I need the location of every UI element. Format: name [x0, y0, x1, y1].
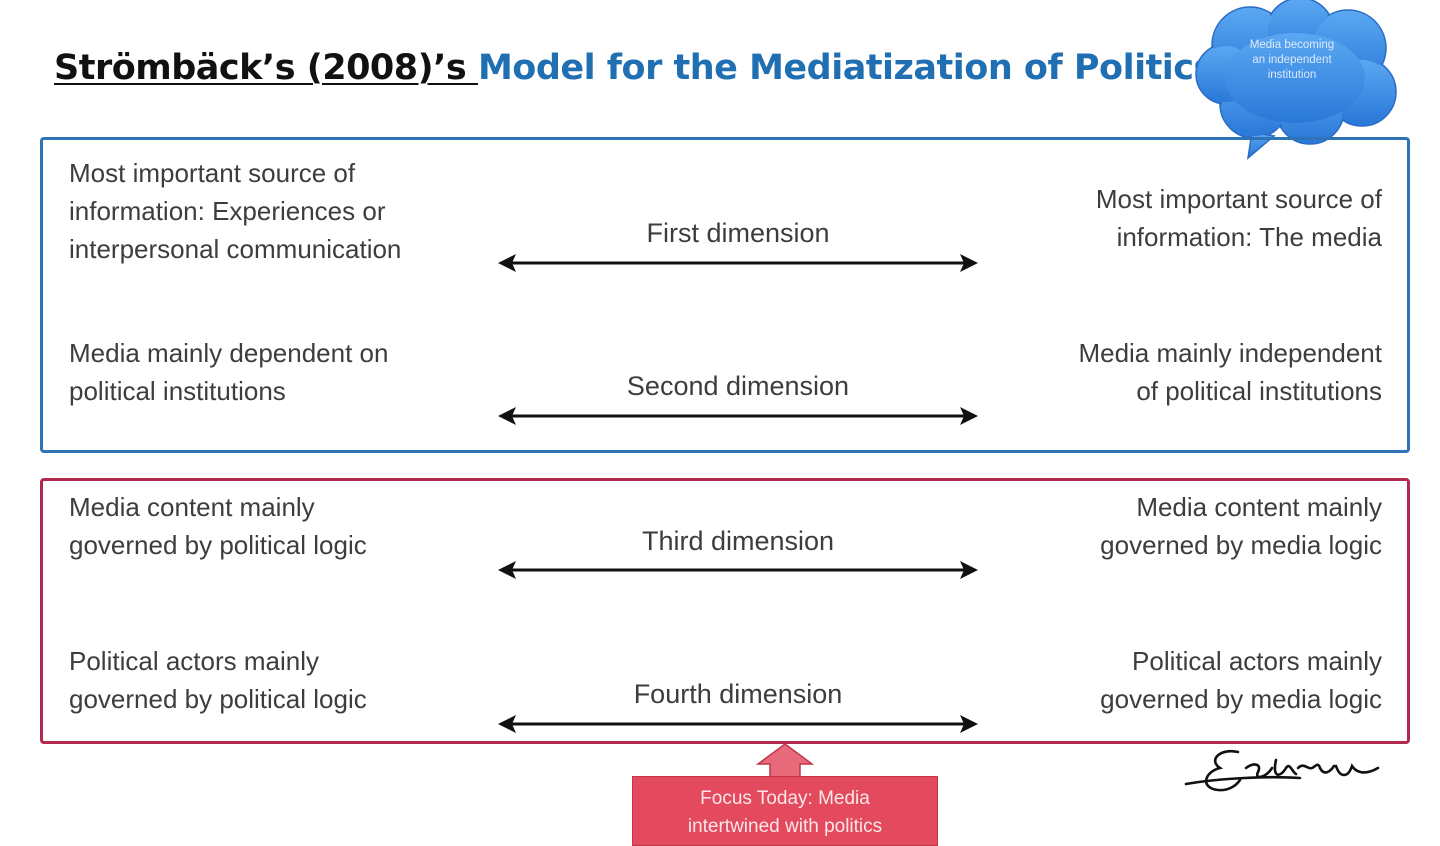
- dimension-4-label: Fourth dimension: [633, 679, 843, 709]
- dimension-4-double-arrow: [498, 715, 978, 733]
- dimension-4-left-text: Political actors mainly governed by poli…: [69, 646, 367, 714]
- cloud-callout-shape: [1195, 0, 1397, 160]
- cloud-line-3: institution: [1267, 69, 1317, 81]
- dimension-2-double-arrow: [498, 407, 978, 425]
- dimension-1-label: First dimension: [646, 218, 830, 248]
- dimension-1-right-text: Most important source of information: Th…: [1095, 184, 1382, 252]
- focus-up-arrow: [755, 743, 815, 782]
- dimension-4-right-text: Political actors mainly governed by medi…: [1100, 646, 1382, 714]
- title-model: Model for the Mediatization of Politics: [477, 48, 1214, 88]
- dimension-3-double-arrow: [498, 561, 978, 579]
- red-group-box: [40, 478, 1410, 744]
- blue-group-box: [40, 137, 1410, 453]
- slide-title: Strömbäck’s (2008)’s Model for the Media…: [54, 48, 1214, 88]
- dimension-2-label: Second dimension: [626, 371, 850, 401]
- cloud-callout-text: Media becoming an independent institutio…: [1222, 38, 1362, 83]
- focus-line-1: Focus Today: Media: [700, 788, 870, 809]
- dimension-1-double-arrow: [498, 254, 978, 272]
- dimension-2-right-text: Media mainly independent of political in…: [1078, 338, 1382, 406]
- cloud-line-1: Media becoming: [1249, 39, 1335, 51]
- focus-today-callout: Focus Today: Media intertwined with poli…: [632, 776, 938, 846]
- cloud-line-2: an independent: [1252, 54, 1332, 66]
- dimension-2-left-text: Media mainly dependent on political inst…: [69, 338, 389, 406]
- dimension-3-label: Third dimension: [641, 526, 835, 556]
- dimension-3-right-text: Media content mainly governed by media l…: [1100, 492, 1382, 560]
- dimension-3-left-text: Media content mainly governed by politic…: [69, 492, 367, 560]
- erasmus-signature-logo: [1184, 749, 1380, 792]
- dimension-1-left-text: Most important source of information: Ex…: [69, 158, 402, 264]
- title-author: Strömbäck’s (2008)’s: [54, 48, 478, 88]
- focus-line-2: intertwined with politics: [687, 816, 883, 837]
